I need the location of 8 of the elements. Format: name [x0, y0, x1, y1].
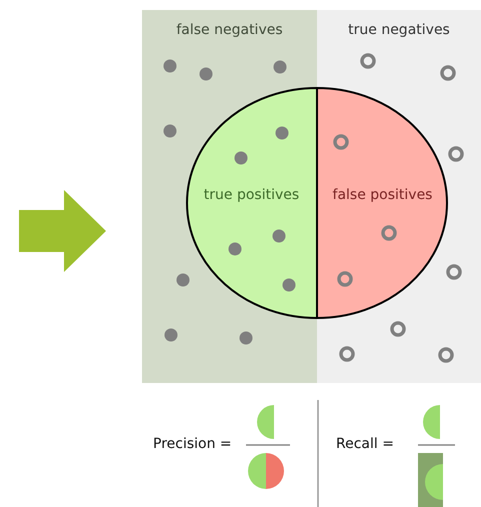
region-label: true negatives	[348, 22, 450, 38]
formula-label: Recall =	[336, 436, 394, 452]
region-label: true positives	[204, 187, 300, 203]
region-label: false negatives	[176, 22, 283, 38]
false-negatives-region	[142, 10, 317, 383]
true-negatives-region	[317, 10, 481, 383]
region-label: false positives	[332, 187, 432, 203]
formula-label: Precision =	[153, 436, 232, 452]
